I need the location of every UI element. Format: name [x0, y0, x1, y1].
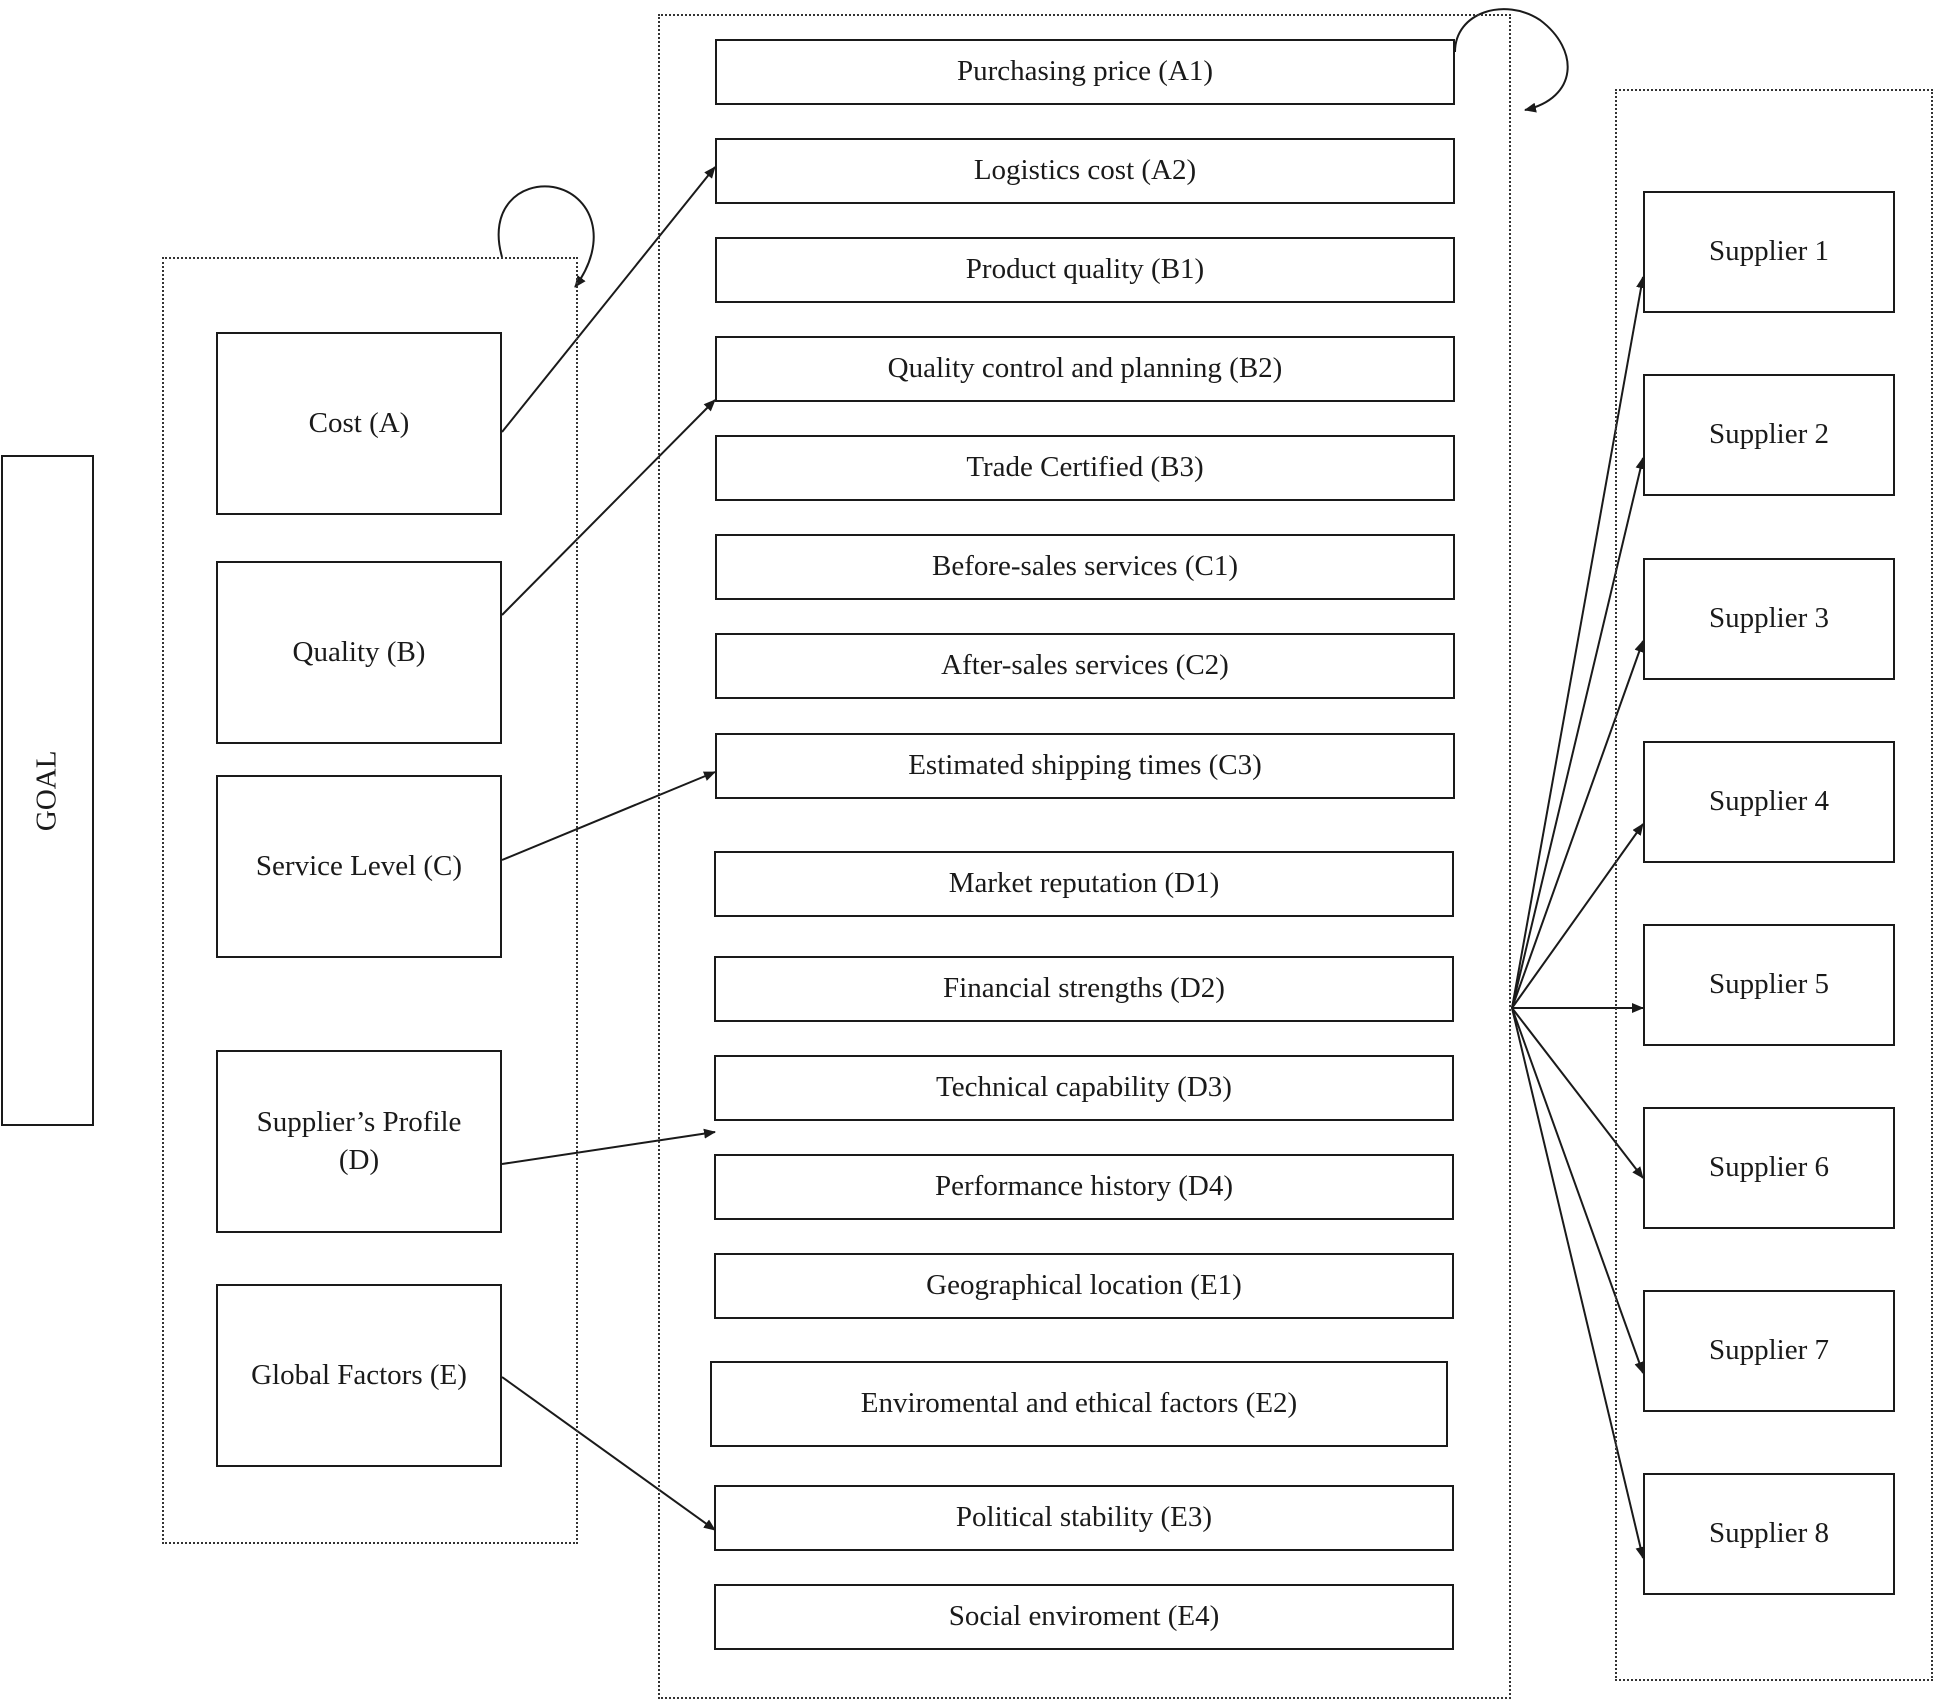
- subcriterion-label: Estimated shipping times (C3): [908, 749, 1262, 782]
- supplier-label: Supplier 4: [1708, 785, 1830, 818]
- subcriterion-label: Performance history (D4): [935, 1170, 1233, 1203]
- criterion-label: Service Level (C): [255, 849, 463, 882]
- subcriterion-box-political-stability-e3: Political stability (E3): [714, 1485, 1454, 1551]
- criterion-label: Cost (A): [308, 406, 410, 439]
- alternatives-cluster: [1615, 89, 1933, 1681]
- subcriterion-label: Product quality (B1): [965, 253, 1205, 286]
- criterion-label: Supplier’s Profile (D): [256, 1105, 462, 1176]
- subcriteria-to-supplier-arrow: [1511, 1007, 1646, 1559]
- subcriterion-box-geographical-location-e1: Geographical location (E1): [714, 1253, 1454, 1319]
- subcriteria-to-supplier-arrow: [1511, 823, 1644, 1009]
- subcriterion-box-enviromental-and-ethical-factors-e2: Enviromental and ethical factors (E2): [710, 1361, 1448, 1447]
- criterion-to-subcriteria-arrow: [501, 166, 716, 433]
- subcriterion-label: Logistics cost (A2): [973, 154, 1197, 187]
- criterion-box-global-factors-e: Global Factors (E): [216, 1284, 502, 1467]
- criterion-box-supplier-s-profile-d: Supplier’s Profile (D): [216, 1050, 502, 1233]
- criteria-cluster: [162, 257, 578, 1544]
- subcriterion-label: Political stability (E3): [955, 1501, 1213, 1534]
- supplier-box-supplier-5: Supplier 5: [1643, 924, 1895, 1046]
- subcriterion-label: Enviromental and ethical factors (E2): [860, 1387, 1298, 1420]
- subcriterion-box-financial-strengths-d2: Financial strengths (D2): [714, 956, 1454, 1022]
- subcriterion-label: Financial strengths (D2): [943, 972, 1225, 1005]
- subcriterion-box-market-reputation-d1: Market reputation (D1): [714, 851, 1454, 917]
- criteria-feedback-loop-arrow: [497, 185, 595, 288]
- supplier-label: Supplier 2: [1708, 418, 1830, 451]
- criterion-to-subcriteria-arrow: [501, 1376, 716, 1531]
- subcriterion-label: Before-sales services (C1): [932, 550, 1238, 583]
- subcriterion-box-social-enviroment-e4: Social enviroment (E4): [714, 1584, 1454, 1650]
- subcriterion-label: Purchasing price (A1): [956, 55, 1214, 88]
- subcriterion-label: Trade Certified (B3): [966, 451, 1204, 484]
- supplier-box-supplier-2: Supplier 2: [1643, 374, 1895, 496]
- supplier-box-supplier-4: Supplier 4: [1643, 741, 1895, 863]
- subcriterion-label: Geographical location (E1): [926, 1269, 1242, 1302]
- supplier-label: Supplier 1: [1708, 235, 1830, 268]
- subcriterion-box-before-sales-services-c1: Before-sales services (C1): [715, 534, 1455, 600]
- subcriterion-box-trade-certified-b3: Trade Certified (B3): [715, 435, 1455, 501]
- goal-box: GOAL: [1, 455, 94, 1126]
- subcriteria-to-supplier-arrow: [1511, 457, 1646, 1009]
- subcriterion-label: Social enviroment (E4): [948, 1600, 1220, 1633]
- subcriteria-to-supplier-arrow: [1511, 1007, 1644, 1374]
- subcriterion-box-estimated-shipping-times-c3: Estimated shipping times (C3): [715, 733, 1455, 799]
- criterion-to-subcriteria-arrow: [501, 771, 716, 861]
- supplier-label: Supplier 6: [1708, 1151, 1830, 1184]
- criterion-to-subcriteria-arrow: [501, 1128, 716, 1165]
- supplier-box-supplier-6: Supplier 6: [1643, 1107, 1895, 1229]
- subcriteria-to-supplier-arrow: [1511, 276, 1646, 1009]
- criterion-label: Global Factors (E): [251, 1358, 467, 1391]
- subcriteria-to-supplier-arrow: [1511, 1007, 1644, 1179]
- subcriterion-box-logistics-cost-a2: Logistics cost (A2): [715, 138, 1455, 204]
- subcriterion-box-product-quality-b1: Product quality (B1): [715, 237, 1455, 303]
- subcriterion-label: Quality control and planning (B2): [887, 352, 1283, 385]
- subcriterion-box-quality-control-and-planning-b2: Quality control and planning (B2): [715, 336, 1455, 402]
- criterion-label: Quality (B): [292, 635, 426, 668]
- subcriteria-feedback-loop-arrow: [1454, 8, 1569, 113]
- criterion-box-quality-b: Quality (B): [216, 561, 502, 744]
- criterion-to-subcriteria-arrow: [501, 399, 716, 616]
- criterion-box-service-level-c: Service Level (C): [216, 775, 502, 958]
- supplier-box-supplier-7: Supplier 7: [1643, 1290, 1895, 1412]
- subcriterion-label: After-sales services (C2): [941, 649, 1229, 682]
- subcriterion-box-after-sales-services-c2: After-sales services (C2): [715, 633, 1455, 699]
- goal-label: GOAL: [30, 750, 63, 831]
- subcriterion-box-technical-capability-d3: Technical capability (D3): [714, 1055, 1454, 1121]
- supplier-box-supplier-1: Supplier 1: [1643, 191, 1895, 313]
- supplier-label: Supplier 8: [1708, 1517, 1830, 1550]
- criterion-box-cost-a: Cost (A): [216, 332, 502, 515]
- subcriterion-box-performance-history-d4: Performance history (D4): [714, 1154, 1454, 1220]
- supplier-box-supplier-8: Supplier 8: [1643, 1473, 1895, 1595]
- supplier-label: Supplier 5: [1708, 968, 1830, 1001]
- subcriteria-to-supplier-arrow: [1511, 640, 1645, 1009]
- supplier-label: Supplier 3: [1708, 602, 1830, 635]
- supplier-label: Supplier 7: [1708, 1334, 1830, 1367]
- subcriteria-cluster: [658, 14, 1511, 1699]
- subcriterion-label: Market reputation (D1): [948, 867, 1220, 900]
- subcriterion-label: Technical capability (D3): [936, 1071, 1232, 1104]
- supplier-box-supplier-3: Supplier 3: [1643, 558, 1895, 680]
- subcriterion-box-purchasing-price-a1: Purchasing price (A1): [715, 39, 1455, 105]
